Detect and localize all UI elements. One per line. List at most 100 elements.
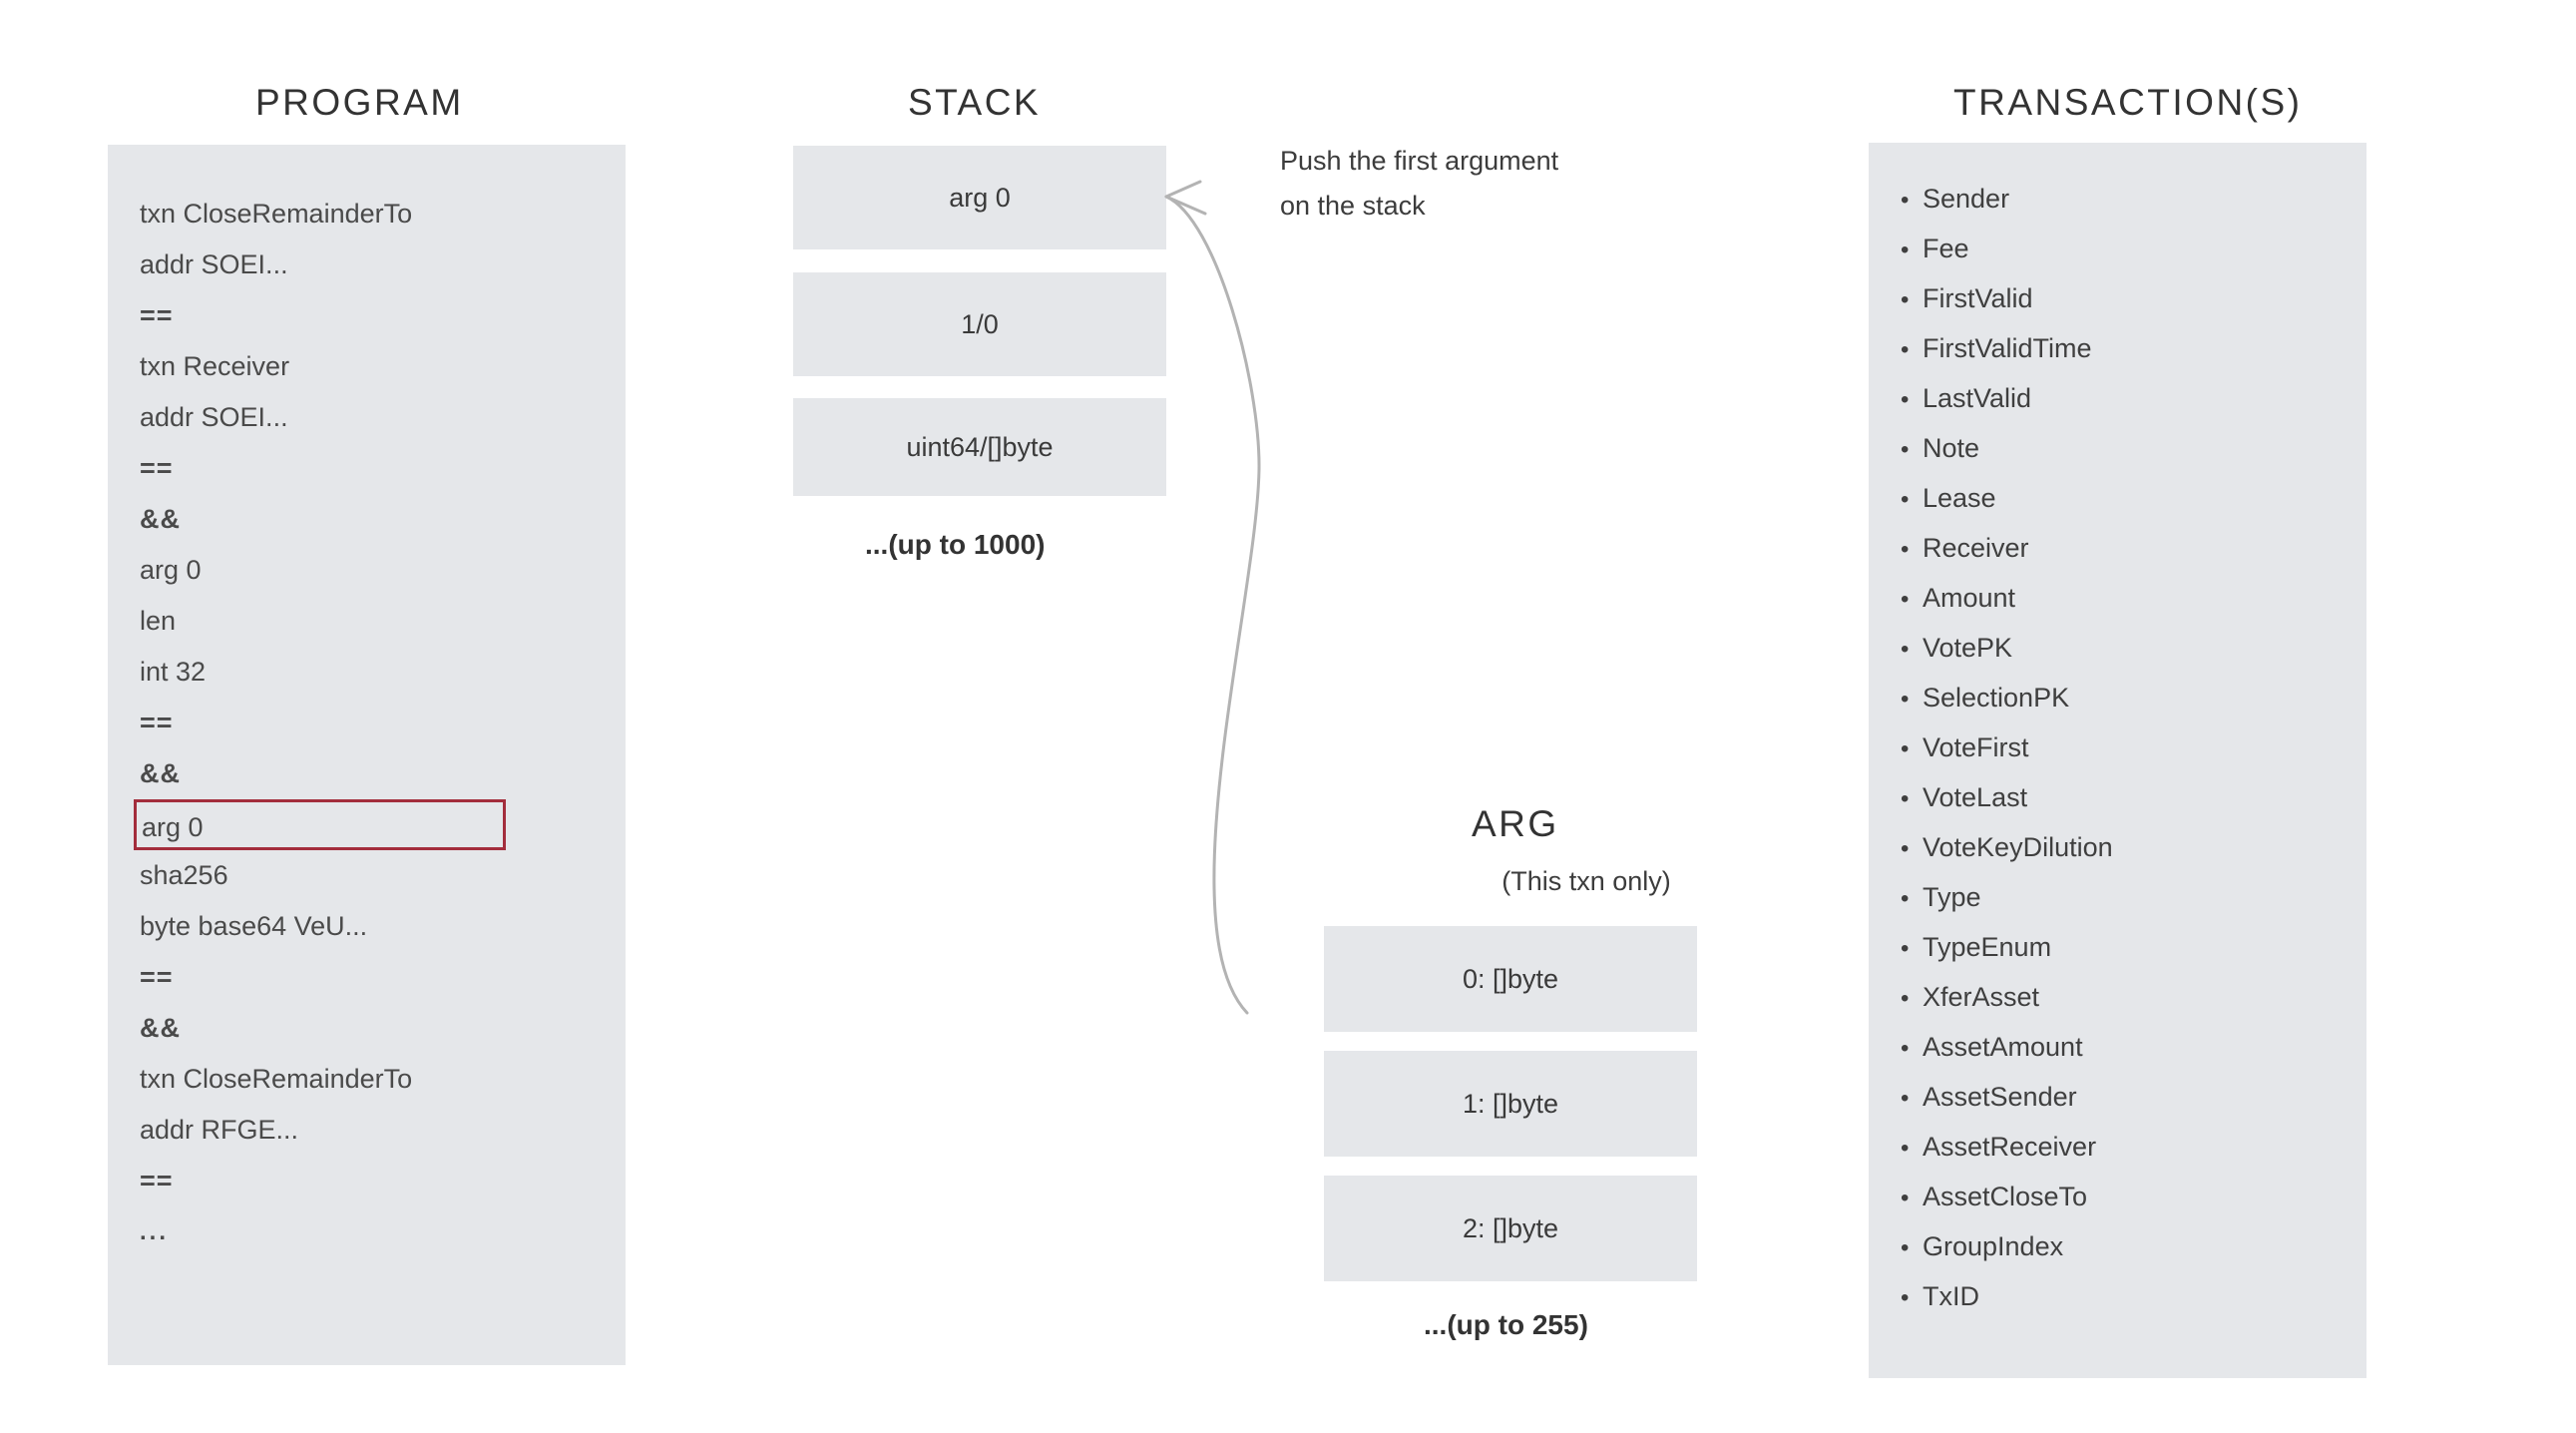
program-line: addr SOEI... bbox=[140, 402, 288, 432]
program-column-title: PROGRAM bbox=[255, 82, 464, 123]
bullet-icon: • bbox=[1901, 486, 1910, 513]
transaction-field-label: Sender bbox=[1923, 184, 2010, 214]
program-line: len bbox=[140, 606, 177, 636]
transaction-field-label: Amount bbox=[1923, 583, 2016, 613]
bullet-icon: • bbox=[1901, 1085, 1910, 1112]
bullet-icon: • bbox=[1901, 536, 1910, 563]
transaction-field-label: VoteLast bbox=[1923, 782, 2028, 812]
transaction-field: • VoteFirst bbox=[1901, 723, 2357, 773]
bullet-icon: • bbox=[1901, 386, 1910, 413]
transaction-field-list: •Sender•Fee•FirstValid•FirstValidTime•La… bbox=[1901, 175, 2357, 1322]
transaction-field-label: Type bbox=[1923, 882, 1981, 912]
bullet-icon: • bbox=[1901, 586, 1910, 613]
transaction-field: • Sender bbox=[1901, 175, 2357, 225]
push-annotation-line-2: on the stack bbox=[1280, 191, 1426, 221]
transaction-field: • AssetCloseTo bbox=[1901, 1173, 2357, 1222]
bullet-icon: • bbox=[1901, 785, 1910, 812]
transaction-field-label: XferAsset bbox=[1923, 982, 2040, 1012]
program-line: addr RFGE... bbox=[140, 1115, 299, 1145]
arg-slot-0: 0: []byte bbox=[1324, 926, 1697, 1032]
transaction-field: • Type bbox=[1901, 873, 2357, 923]
program-line: addr SOEI... bbox=[140, 249, 288, 279]
push-annotation: Push the first argument on the stack bbox=[1280, 139, 1699, 229]
transaction-field: •AssetReceiver bbox=[1901, 1123, 2357, 1173]
transaction-field-label: LastValid bbox=[1923, 383, 2032, 413]
bullet-icon: • bbox=[1901, 1234, 1910, 1261]
transaction-field: •Fee bbox=[1901, 225, 2357, 274]
transaction-field-label: Note bbox=[1923, 433, 1980, 463]
stack-column-title: STACK bbox=[908, 82, 1042, 123]
transaction-field: • GroupIndex bbox=[1901, 1222, 2357, 1272]
stack-slot-2: uint64/[]byte bbox=[793, 398, 1166, 496]
arg-subtitle: (This txn only) bbox=[1502, 866, 1671, 896]
program-line: txn Receiver bbox=[140, 351, 290, 381]
program-line: sha256 bbox=[140, 860, 228, 890]
bullet-icon: • bbox=[1901, 286, 1910, 313]
transactions-panel: •Sender•Fee•FirstValid•FirstValidTime•La… bbox=[1869, 143, 2366, 1378]
transaction-field: • Amount bbox=[1901, 574, 2357, 624]
transaction-field: • AssetAmount bbox=[1901, 1023, 2357, 1073]
transaction-field: • AssetSender bbox=[1901, 1073, 2357, 1123]
transaction-field: •VoteKeyDilution bbox=[1901, 823, 2357, 873]
push-arrow-icon bbox=[1164, 180, 1261, 1015]
transaction-field-label: VoteFirst bbox=[1923, 732, 2029, 762]
program-line: == bbox=[140, 1166, 174, 1195]
push-annotation-line-1: Push the first argument bbox=[1280, 146, 1559, 176]
bullet-icon: • bbox=[1901, 436, 1910, 463]
transaction-field: •SelectionPK bbox=[1901, 674, 2357, 723]
transaction-field: • TypeEnum bbox=[1901, 923, 2357, 973]
transaction-field-label: AssetCloseTo bbox=[1923, 1182, 2088, 1211]
program-line: && bbox=[140, 758, 181, 788]
arg-slot-2: 2: []byte bbox=[1324, 1176, 1697, 1281]
transaction-field: •Receiver bbox=[1901, 524, 2357, 574]
program-line: txn CloseRemainderTo bbox=[140, 199, 413, 229]
bullet-icon: • bbox=[1901, 735, 1910, 762]
transaction-field-label: VotePK bbox=[1923, 633, 2013, 663]
transaction-field-label: TypeEnum bbox=[1923, 932, 2052, 962]
program-line: arg 0 bbox=[140, 555, 202, 585]
arg-slot-1: 1: []byte bbox=[1324, 1051, 1697, 1157]
program-line: == bbox=[140, 453, 174, 483]
bullet-icon: • bbox=[1901, 1035, 1910, 1062]
transaction-field: •VotePK bbox=[1901, 624, 2357, 674]
transaction-field: • Note bbox=[1901, 424, 2357, 474]
program-line-highlighted: arg 0 bbox=[134, 799, 506, 850]
transaction-field-label: FirstValidTime bbox=[1923, 333, 2092, 363]
transaction-field: • XferAsset bbox=[1901, 973, 2357, 1023]
program-line: && bbox=[140, 504, 181, 534]
transaction-field-label: FirstValid bbox=[1923, 283, 2033, 313]
program-panel: txn CloseRemainderTo addr SOEI... == txn Re… bbox=[108, 145, 626, 1365]
transaction-field: • TxID bbox=[1901, 1272, 2357, 1322]
transaction-field: • Lease bbox=[1901, 474, 2357, 524]
bullet-icon: • bbox=[1901, 935, 1910, 962]
bullet-icon: • bbox=[1901, 1185, 1910, 1211]
stack-slot-1: 1/0 bbox=[793, 272, 1166, 376]
bullet-icon: • bbox=[1901, 686, 1910, 713]
bullet-icon: • bbox=[1901, 1135, 1910, 1162]
transaction-field: • VoteLast bbox=[1901, 773, 2357, 823]
transaction-field-label: Lease bbox=[1923, 483, 1996, 513]
transaction-field-label: TxID bbox=[1923, 1281, 1979, 1311]
bullet-icon: • bbox=[1901, 985, 1910, 1012]
program-line: int 32 bbox=[140, 657, 207, 687]
transaction-field: • FirstValid bbox=[1901, 274, 2357, 324]
bullet-icon: • bbox=[1901, 885, 1910, 912]
transaction-field-label: AssetSender bbox=[1923, 1082, 2077, 1112]
program-line: == bbox=[140, 300, 174, 330]
program-line: && bbox=[140, 1013, 181, 1043]
stack-slot-0: arg 0 bbox=[793, 146, 1166, 249]
bullet-icon: • bbox=[1901, 187, 1910, 214]
arg-more-label: ...(up to 255) bbox=[1424, 1309, 1588, 1340]
program-line: ... bbox=[140, 1218, 170, 1245]
program-line: == bbox=[140, 962, 174, 992]
bullet-icon: • bbox=[1901, 1284, 1910, 1311]
stack-more-label: ...(up to 1000) bbox=[865, 529, 1046, 560]
transaction-field-label: AssetAmount bbox=[1923, 1032, 2083, 1062]
transactions-column-title: TRANSACTION(S) bbox=[1953, 82, 2303, 123]
bullet-icon: • bbox=[1901, 237, 1910, 263]
arg-column-title: ARG bbox=[1472, 803, 1559, 844]
program-line: txn CloseRemainderTo bbox=[140, 1064, 413, 1094]
program-line: == bbox=[140, 708, 174, 737]
transaction-field-label: GroupIndex bbox=[1923, 1231, 2064, 1261]
transaction-field-label: VoteKeyDilution bbox=[1923, 832, 2113, 862]
